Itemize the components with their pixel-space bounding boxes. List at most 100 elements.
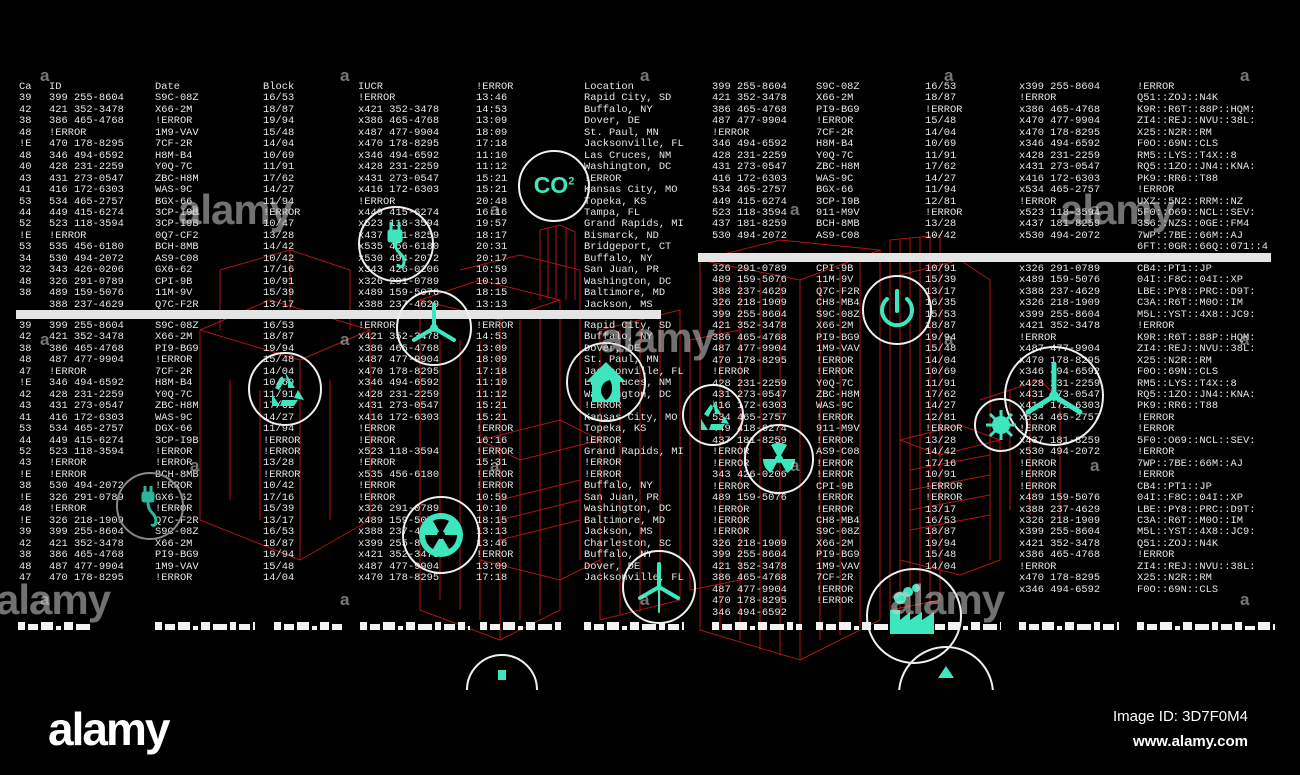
data-cell: 3CP-I9B bbox=[816, 195, 860, 208]
data-cell: X66-2M bbox=[816, 537, 854, 550]
data-cell: x431 273-0547 bbox=[358, 172, 440, 185]
data-cell: !ERROR bbox=[584, 457, 622, 470]
segment-tick bbox=[854, 626, 859, 630]
segment-tick bbox=[594, 624, 604, 630]
watermark-text: alamy bbox=[600, 314, 715, 361]
data-cell: X66-2M bbox=[155, 103, 193, 116]
data-cell: !ERROR bbox=[1019, 457, 1057, 470]
data-cell: ZBC-H8M bbox=[816, 161, 860, 174]
wind-turbine-icon bbox=[396, 290, 472, 366]
data-cell: 523 118-3594 bbox=[49, 218, 124, 231]
data-cell: 530 494-2072 bbox=[49, 480, 124, 493]
data-cell: 43 bbox=[19, 457, 32, 470]
data-cell: 431 273-0547 bbox=[49, 172, 124, 185]
watermark-letter: a bbox=[340, 590, 350, 609]
data-cell: 17/62 bbox=[263, 172, 295, 185]
data-cell: !E bbox=[19, 377, 32, 390]
data-cell: Y0Q-7C bbox=[155, 388, 193, 401]
segment-tick bbox=[360, 622, 367, 630]
data-cell: 17/16 bbox=[925, 457, 957, 470]
data-cell: 13/17 bbox=[263, 298, 295, 311]
data-cell: 346 494-6592 bbox=[49, 377, 124, 390]
segment-tick bbox=[971, 622, 980, 630]
segment-tick bbox=[750, 626, 755, 630]
data-cell: x489 159-5076 bbox=[358, 287, 440, 300]
data-cell: WAS-9C bbox=[155, 184, 193, 197]
data-cell: 15/53 bbox=[925, 308, 957, 321]
data-cell: AS9-C08 bbox=[155, 252, 199, 265]
segment-tick bbox=[1245, 626, 1255, 630]
data-cell: 7CF-2R bbox=[816, 572, 854, 585]
data-cell: !ERROR bbox=[155, 457, 193, 470]
segment-tick bbox=[682, 622, 684, 630]
data-cell: 487 477-9904 bbox=[712, 343, 787, 356]
data-cell: 19/94 bbox=[263, 342, 295, 355]
data-cell: 53 bbox=[19, 423, 32, 436]
data-cell: x416 172-6303 bbox=[358, 184, 440, 197]
data-cell: 11/94 bbox=[263, 195, 295, 208]
data-cell: 11M-9V bbox=[155, 287, 193, 300]
data-cell: !ERROR bbox=[584, 172, 622, 185]
data-cell: 489 159-5076 bbox=[712, 274, 787, 287]
data-cell: 386 465-4768 bbox=[712, 103, 787, 116]
data-cell: Y0Q-7C bbox=[816, 149, 854, 162]
data-cell: 39 bbox=[19, 320, 32, 332]
segment-tick bbox=[630, 622, 639, 630]
data-cell: !ERROR bbox=[476, 468, 514, 481]
data-cell: Grand Rapids, MI bbox=[584, 218, 684, 231]
data-cell: 11:10 bbox=[476, 377, 508, 390]
data-cell: 326 218-1909 bbox=[712, 297, 787, 310]
data-cell: 16/53 bbox=[263, 320, 295, 332]
data-cell: 17:18 bbox=[476, 365, 508, 378]
data-cell: GX6-62 bbox=[155, 264, 193, 277]
data-cell: X66-2M bbox=[155, 331, 193, 344]
footer-url[interactable]: www.alamy.com bbox=[1132, 733, 1248, 750]
data-cell: 42 bbox=[19, 388, 32, 401]
data-cell: 15:21 bbox=[476, 400, 508, 413]
data-cell: 15:21 bbox=[476, 172, 508, 185]
data-cell: !ERROR bbox=[476, 480, 514, 493]
data-cell: CPI-9B bbox=[816, 263, 854, 275]
segment-tick bbox=[518, 626, 523, 630]
data-cell: X25::N2R::RM bbox=[1137, 126, 1212, 139]
segment-tick bbox=[284, 624, 294, 630]
watermark-letter: a bbox=[40, 66, 50, 85]
data-cell: 487 477-9904 bbox=[49, 354, 124, 367]
segment-tick bbox=[1103, 624, 1114, 630]
data-cell: x346 494-6592 bbox=[1019, 583, 1101, 596]
data-cell: 11/91 bbox=[263, 161, 295, 174]
data-cell: 7CF-2R bbox=[816, 126, 854, 139]
data-cell: 421 352-3478 bbox=[712, 320, 787, 333]
data-cell: 12/81 bbox=[925, 195, 957, 208]
segment-tick bbox=[1042, 622, 1054, 630]
data-cell: 911-M9V bbox=[816, 423, 860, 436]
data-cell: 15/48 bbox=[925, 343, 957, 356]
radiation-icon bbox=[402, 496, 480, 574]
data-cell: 15:21 bbox=[476, 184, 508, 197]
data-cell: 7CF-2R bbox=[155, 138, 193, 151]
data-cell: !ERROR bbox=[263, 445, 301, 458]
data-cell: 18:15 bbox=[476, 287, 508, 300]
data-cell: 48 bbox=[19, 560, 32, 573]
data-cell: 10/69 bbox=[263, 149, 295, 162]
data-cell: Charleston, SC bbox=[584, 537, 672, 550]
data-cell: RM5::LYS::T4X::8 bbox=[1137, 149, 1237, 162]
data-cell: 10/42 bbox=[263, 252, 295, 265]
data-cell: !ERROR bbox=[358, 423, 396, 436]
data-cell: PI9-BG9 bbox=[816, 331, 860, 344]
data-cell: x470 178-8295 bbox=[358, 138, 440, 151]
data-cell: 11/94 bbox=[263, 423, 295, 436]
data-cell: !ERROR bbox=[712, 503, 750, 516]
plug-icon bbox=[358, 206, 434, 282]
data-cell: !ERROR bbox=[358, 434, 396, 447]
data-cell: ZBC-H8M bbox=[155, 400, 199, 413]
data-cell: x523 118-3594 bbox=[1019, 206, 1101, 219]
data-cell: ZI4::REJ::NVU::38L: bbox=[1137, 115, 1256, 128]
data-cell: 326 291-0789 bbox=[49, 275, 124, 288]
data-cell: !ERROR bbox=[476, 423, 514, 436]
data-cell: x388 237-4629 bbox=[1019, 285, 1101, 298]
data-cell: 18/87 bbox=[925, 92, 957, 105]
